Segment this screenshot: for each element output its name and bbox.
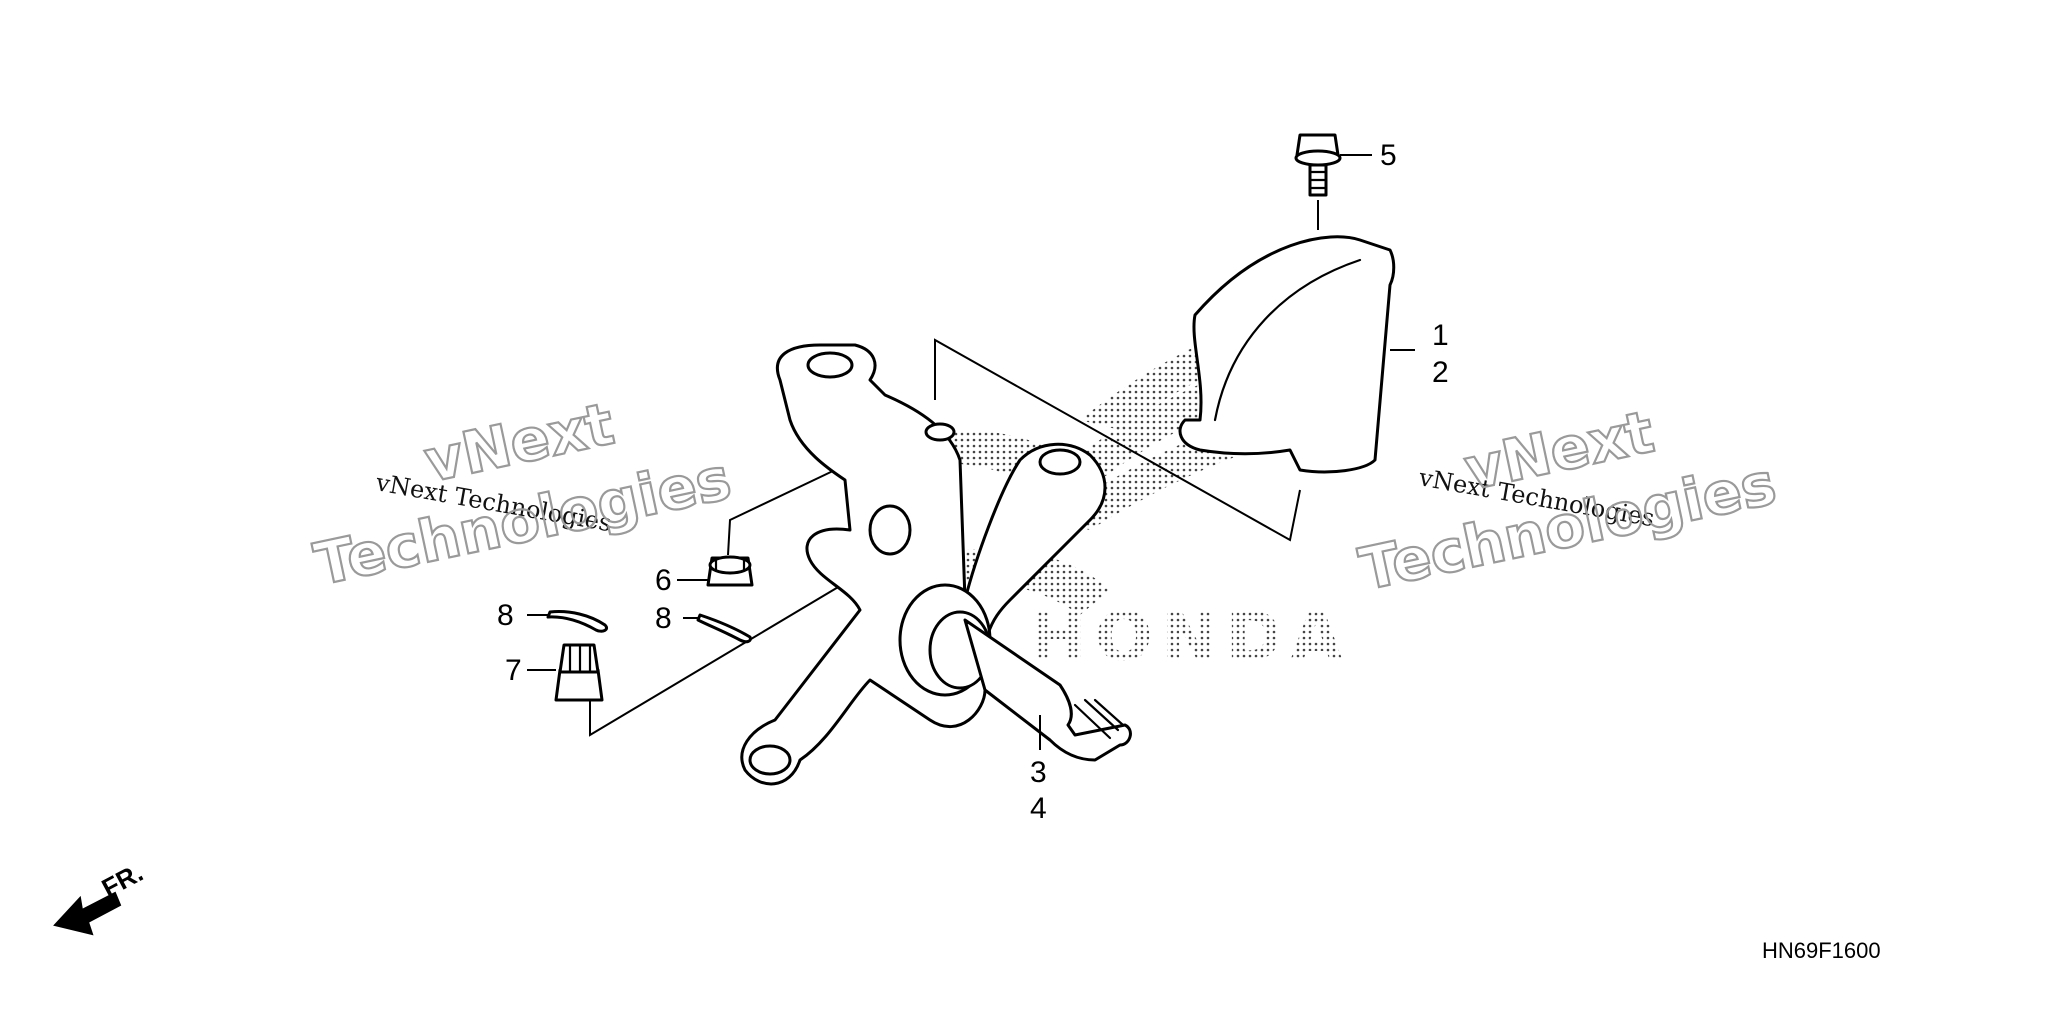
castle-nut-large <box>554 643 604 702</box>
watermark-left: vNext Technologies vNext Technologies <box>308 388 738 599</box>
honda-logo-text: HONDA <box>1030 598 1351 677</box>
front-label: FR. <box>97 857 148 903</box>
castle-nut-small <box>706 555 754 587</box>
callout-1: 1 <box>1432 319 1449 352</box>
steering-knuckle <box>740 343 1132 786</box>
callout-2: 2 <box>1432 356 1449 389</box>
callout-7: 7 <box>505 654 522 687</box>
assembly-guide-lines <box>589 338 1301 737</box>
callout-8-left: 8 <box>497 599 514 632</box>
callout-6: 6 <box>655 564 672 597</box>
cotter-pins <box>546 610 752 644</box>
callout-8-right: 8 <box>655 602 672 635</box>
arrow-icon <box>53 891 122 936</box>
front-direction-arrow: FR. <box>53 857 148 936</box>
callout-4: 4 <box>1030 792 1047 825</box>
diagram-code: HN69F1600 <box>1762 938 1881 963</box>
leader-lines <box>527 154 1415 671</box>
flange-bolt <box>1294 133 1342 230</box>
knuckle-cover <box>1178 235 1396 474</box>
callout-3: 3 <box>1030 756 1047 789</box>
callout-5: 5 <box>1380 139 1397 172</box>
watermark-right: vNext Technologies vNext Technologies <box>1353 396 1783 604</box>
